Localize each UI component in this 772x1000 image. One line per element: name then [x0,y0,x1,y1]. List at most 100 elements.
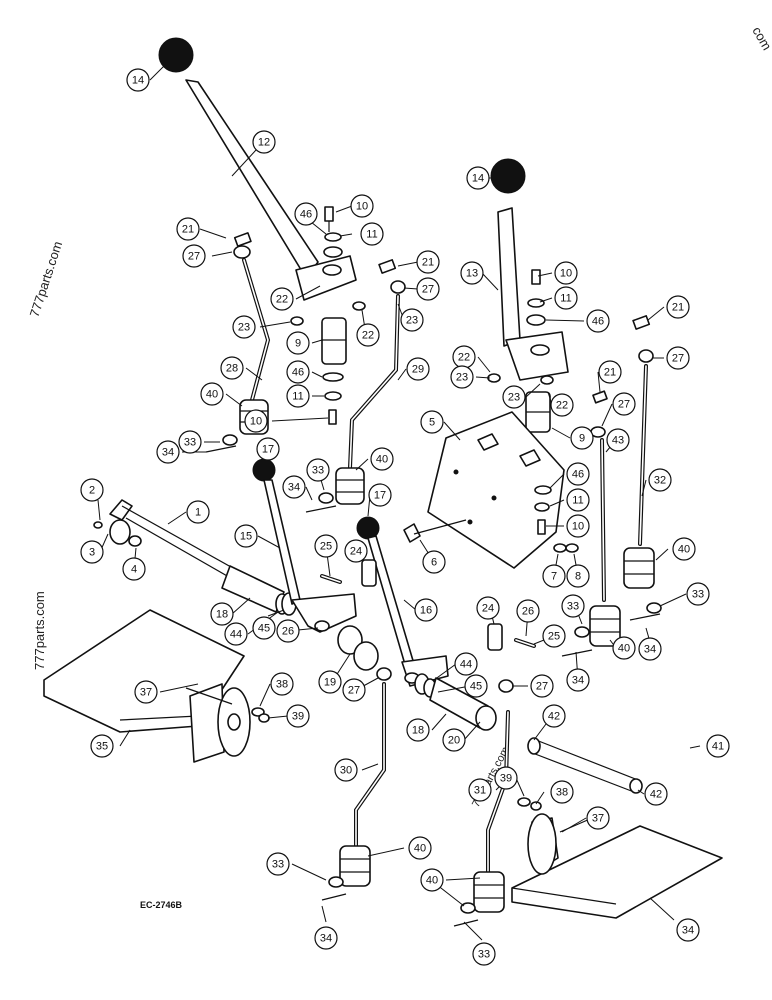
callout-23: 23 [450,365,474,389]
callout-label: 18 [412,725,424,737]
callout-label: 33 [184,437,196,449]
callout-circle [460,261,484,285]
callout-label: 27 [422,284,434,296]
lever-arm-left [185,79,319,279]
callout-19: 19 [318,670,342,694]
callout-3: 3 [80,540,104,564]
callout-label: 33 [312,465,324,477]
callout-circle [270,672,294,696]
callout-2: 2 [80,478,104,502]
callout-label: 33 [567,601,579,613]
callout-label: 40 [414,843,426,855]
callout-circle [586,806,610,830]
callout-label: 26 [522,606,534,618]
callout-10: 10 [566,514,590,538]
callout-label: 9 [295,338,301,350]
callout-circle [666,295,690,319]
callout-22: 22 [550,393,574,417]
callout-label: 12 [258,137,270,149]
callout-circle [252,616,276,640]
callout-label: 34 [320,933,332,945]
callout-circle [314,534,338,558]
callout-32: 32 [648,468,672,492]
callout-circle [224,622,248,646]
callout-label: 22 [556,400,568,412]
callout-26: 26 [276,619,300,643]
callout-33: 33 [306,458,330,482]
callout-circle [606,428,630,452]
callout-22: 22 [356,323,380,347]
callout-33: 33 [686,582,710,606]
callout-label: 15 [240,531,252,543]
callout-circle [666,346,690,370]
callout-label: 25 [320,541,332,553]
callout-circle [80,540,104,564]
callout-label: 19 [324,677,336,689]
callout-label: 35 [96,741,108,753]
callout-circle [252,130,276,154]
callout-label: 14 [132,75,144,87]
callout-label: 40 [376,454,388,466]
lever-base-left [295,255,357,301]
callout-40: 40 [612,636,636,660]
callout-25: 25 [542,624,566,648]
callout-6: 6 [422,550,446,574]
callout-circle [210,602,234,626]
callout-label: 42 [650,789,662,801]
callout-label: 38 [556,787,568,799]
callout-9: 9 [286,331,310,355]
callout-33: 33 [266,852,290,876]
callout-29: 29 [406,357,430,381]
lever-base-right [505,331,569,381]
washers-19 [337,625,392,681]
callout-label: 26 [282,626,294,638]
callout-label: 9 [579,433,585,445]
callout-circle [306,458,330,482]
callout-circle [200,382,224,406]
callout-26: 26 [516,599,540,623]
callout-18: 18 [406,718,430,742]
callout-circle [276,619,300,643]
callout-circle [234,524,258,548]
callout-circle [342,678,366,702]
callout-circle [566,564,590,588]
callout-label: 38 [276,679,288,691]
callout-circle [542,704,566,728]
callout-circle [530,674,554,698]
callout-circle [270,287,294,311]
callout-label: 46 [300,209,312,221]
callout-33: 33 [561,594,585,618]
callout-label: 11 [366,229,377,241]
callout-circle [468,778,492,802]
callout-label: 34 [162,447,174,459]
control-rod-31 [473,710,510,913]
callout-label: 31 [474,785,486,797]
callout-34: 34 [676,918,700,942]
callout-10: 10 [244,409,268,433]
callout-34: 34 [314,926,338,950]
callout-22: 22 [270,287,294,311]
callout-circle [344,539,368,563]
callout-circle [464,674,488,698]
callout-label: 16 [420,605,432,617]
pedal-36 [511,797,723,919]
callout-23: 23 [502,385,526,409]
callout-24: 24 [476,596,500,620]
callout-circle [406,357,430,381]
callout-label: 2 [89,485,95,497]
callout-8: 8 [566,564,590,588]
callout-27: 27 [666,346,690,370]
callout-20: 20 [442,728,466,752]
watermark-right-corner: com [749,24,772,53]
callout-23: 23 [232,315,256,339]
callout-label: 23 [456,372,468,384]
callout-24: 24 [344,539,368,563]
control-rod-29 [335,294,400,505]
callout-17: 17 [368,483,392,507]
leader-lines [97,65,701,941]
callout-40: 40 [200,382,224,406]
callout-27: 27 [182,244,206,268]
callout-label: 24 [482,603,494,615]
callout-circle [566,514,590,538]
